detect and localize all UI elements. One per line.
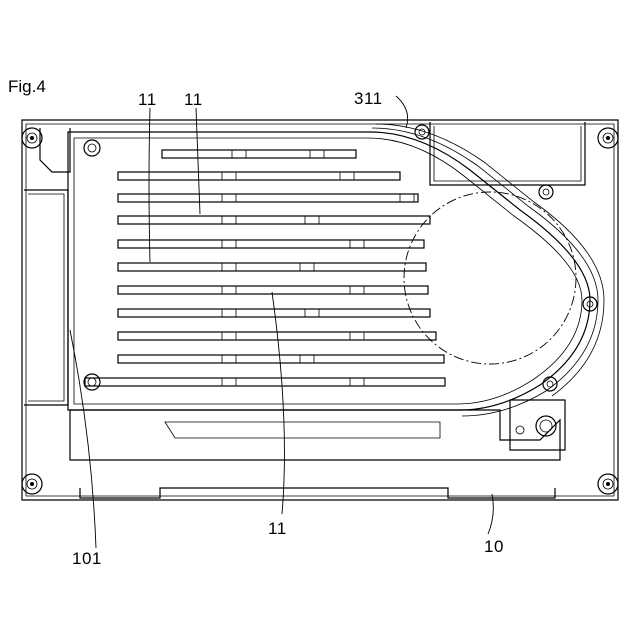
cable-bar <box>118 194 418 202</box>
boss-icon <box>415 125 429 139</box>
boss-icon <box>84 374 100 390</box>
screw-icon <box>598 474 618 494</box>
leader-line <box>149 108 150 262</box>
leader-line <box>396 96 408 128</box>
label-cable-top-left: 11 <box>138 90 157 109</box>
screw-icon <box>22 128 42 148</box>
cable-bar <box>118 355 444 363</box>
boss-icon <box>84 140 100 156</box>
boss-icon <box>539 185 553 199</box>
cable-bar <box>85 378 445 386</box>
leader-line <box>272 292 284 514</box>
flat-cable-bars <box>85 150 445 386</box>
cable-bar <box>118 216 430 224</box>
cable-bar <box>118 286 428 294</box>
boss-icon <box>516 426 524 434</box>
label-cable-top-right: 11 <box>184 90 203 109</box>
label-housing: 10 <box>484 537 504 556</box>
cable-tray <box>68 124 604 416</box>
screw-icon <box>598 128 618 148</box>
cable-bar <box>118 172 400 180</box>
figure-title: Fig.4 <box>8 77 46 96</box>
cable-bar <box>118 240 424 248</box>
label-housing-part: 101 <box>72 549 102 568</box>
cable-bar <box>118 263 426 271</box>
label-harness-path: 311 <box>354 89 383 108</box>
housing-outline <box>22 120 618 500</box>
cable-bar <box>162 150 356 158</box>
label-cable-bottom: 11 <box>268 519 287 538</box>
screw-icon <box>22 474 42 494</box>
boss-icon <box>536 416 556 436</box>
